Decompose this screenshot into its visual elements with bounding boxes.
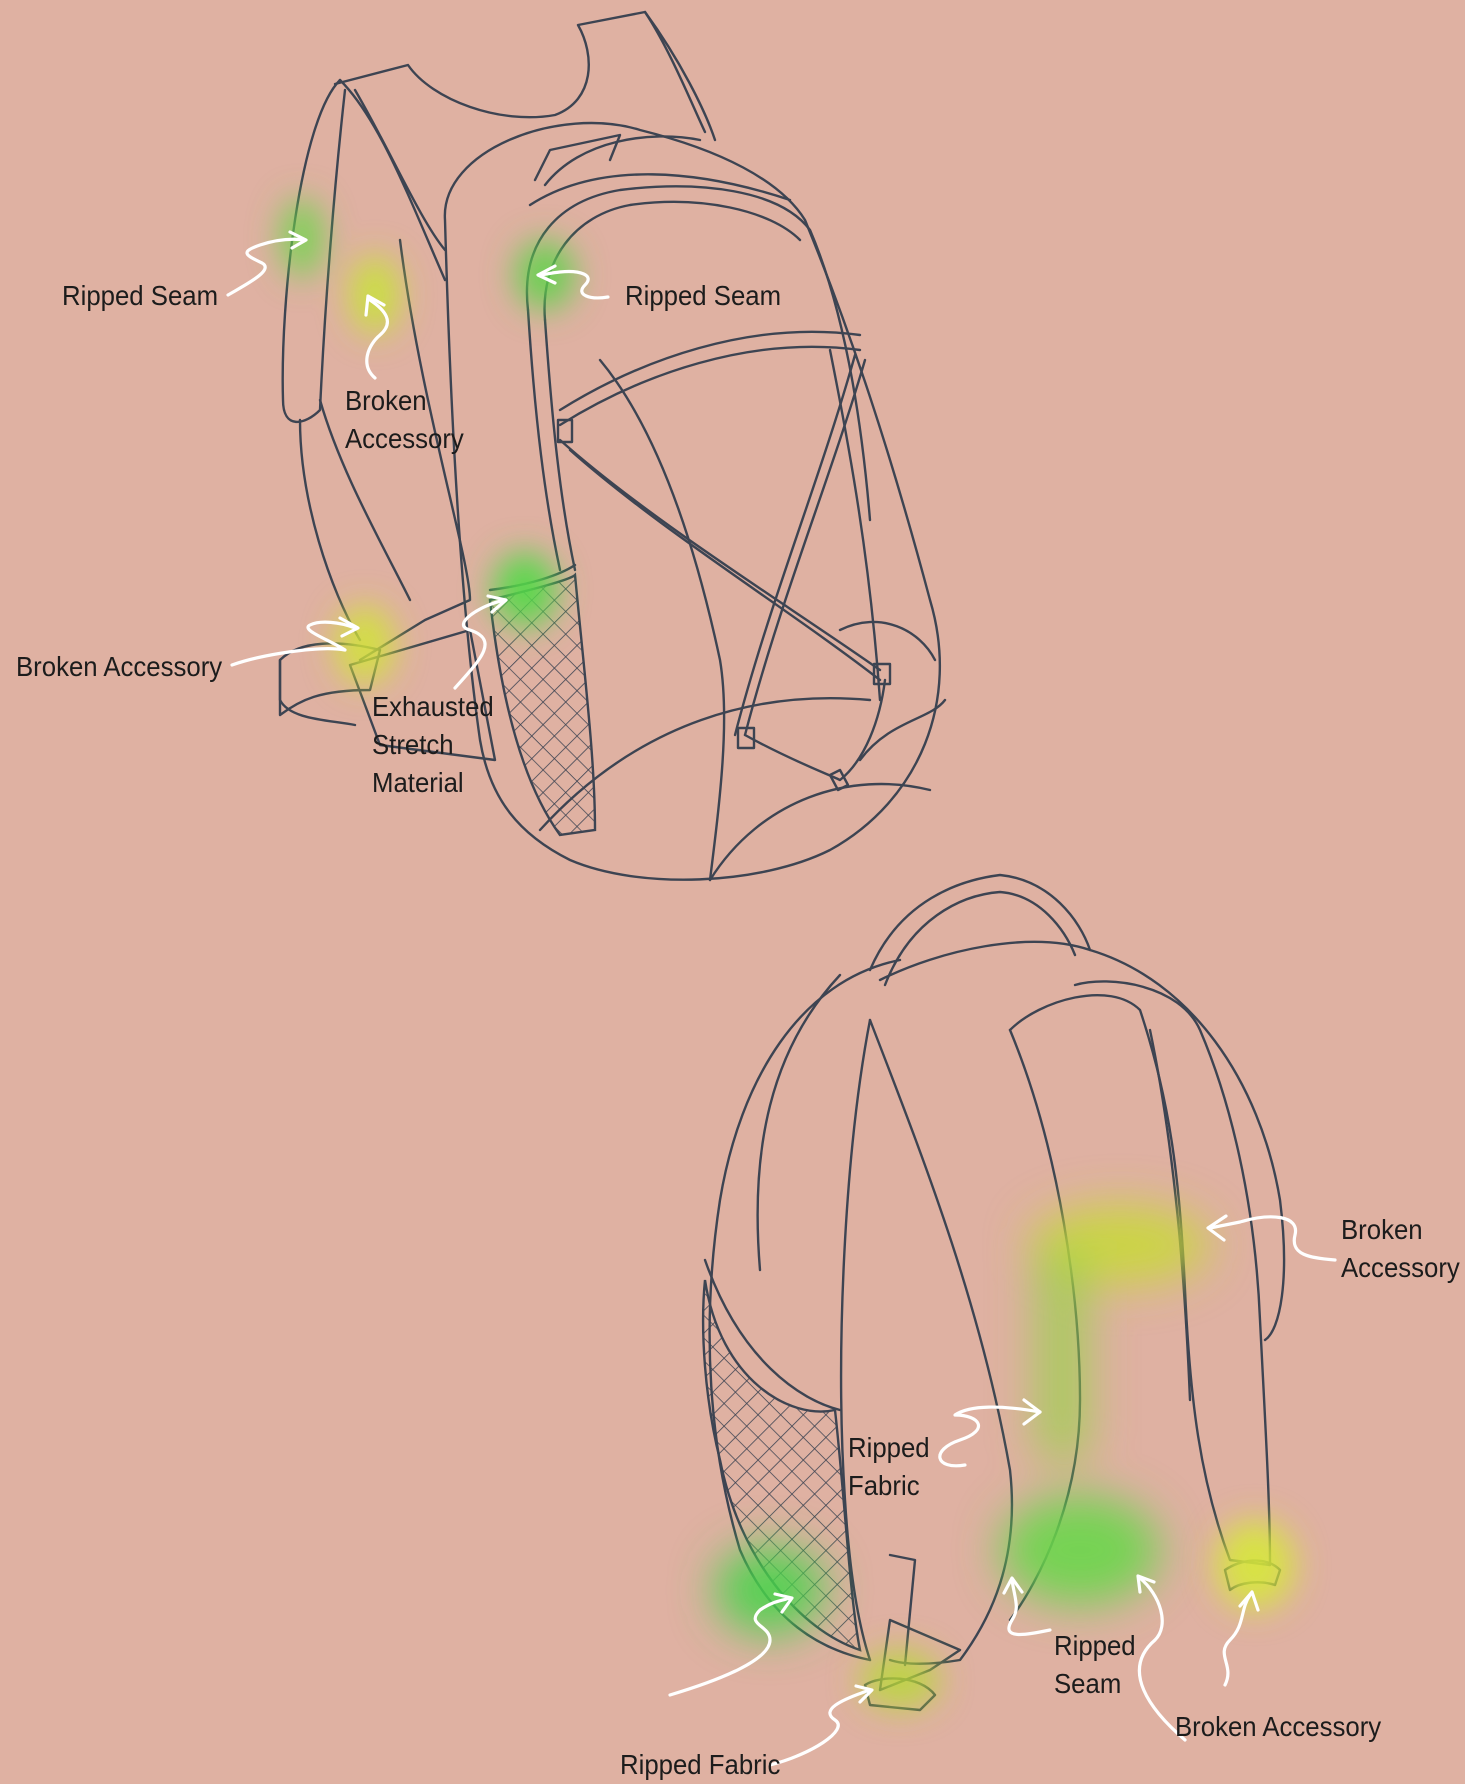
label-ripped-fabric-mid-line2: Fabric <box>848 1467 920 1505</box>
label-ripped-seam-front-right: Ripped Seam <box>625 277 781 315</box>
label-broken-accessory-front-left: Broken Accessory <box>16 648 222 686</box>
label-ripped-seam-back-line1: Ripped <box>1054 1627 1136 1665</box>
label-ripped-seam-back-line2: Seam <box>1054 1665 1121 1703</box>
label-broken-accessory-front-top-line2: Accessory <box>345 420 464 458</box>
label-exhausted-stretch-line1: Exhausted <box>372 688 494 726</box>
label-ripped-seam-front-left: Ripped Seam <box>62 277 218 315</box>
label-exhausted-stretch-line2: Stretch <box>372 726 454 764</box>
label-broken-accessory-back-right-line1: Broken <box>1341 1211 1423 1249</box>
label-exhausted-stretch-line3: Material <box>372 764 464 802</box>
label-ripped-fabric-mid-line1: Ripped <box>848 1429 930 1467</box>
label-broken-accessory-front-top-line1: Broken <box>345 382 427 420</box>
label-broken-accessory-back-right-line2: Accessory <box>1341 1249 1460 1287</box>
label-ripped-fabric-back-bottom: Ripped Fabric <box>620 1746 780 1784</box>
label-broken-accessory-back-bottom: Broken Accessory <box>1175 1708 1381 1746</box>
